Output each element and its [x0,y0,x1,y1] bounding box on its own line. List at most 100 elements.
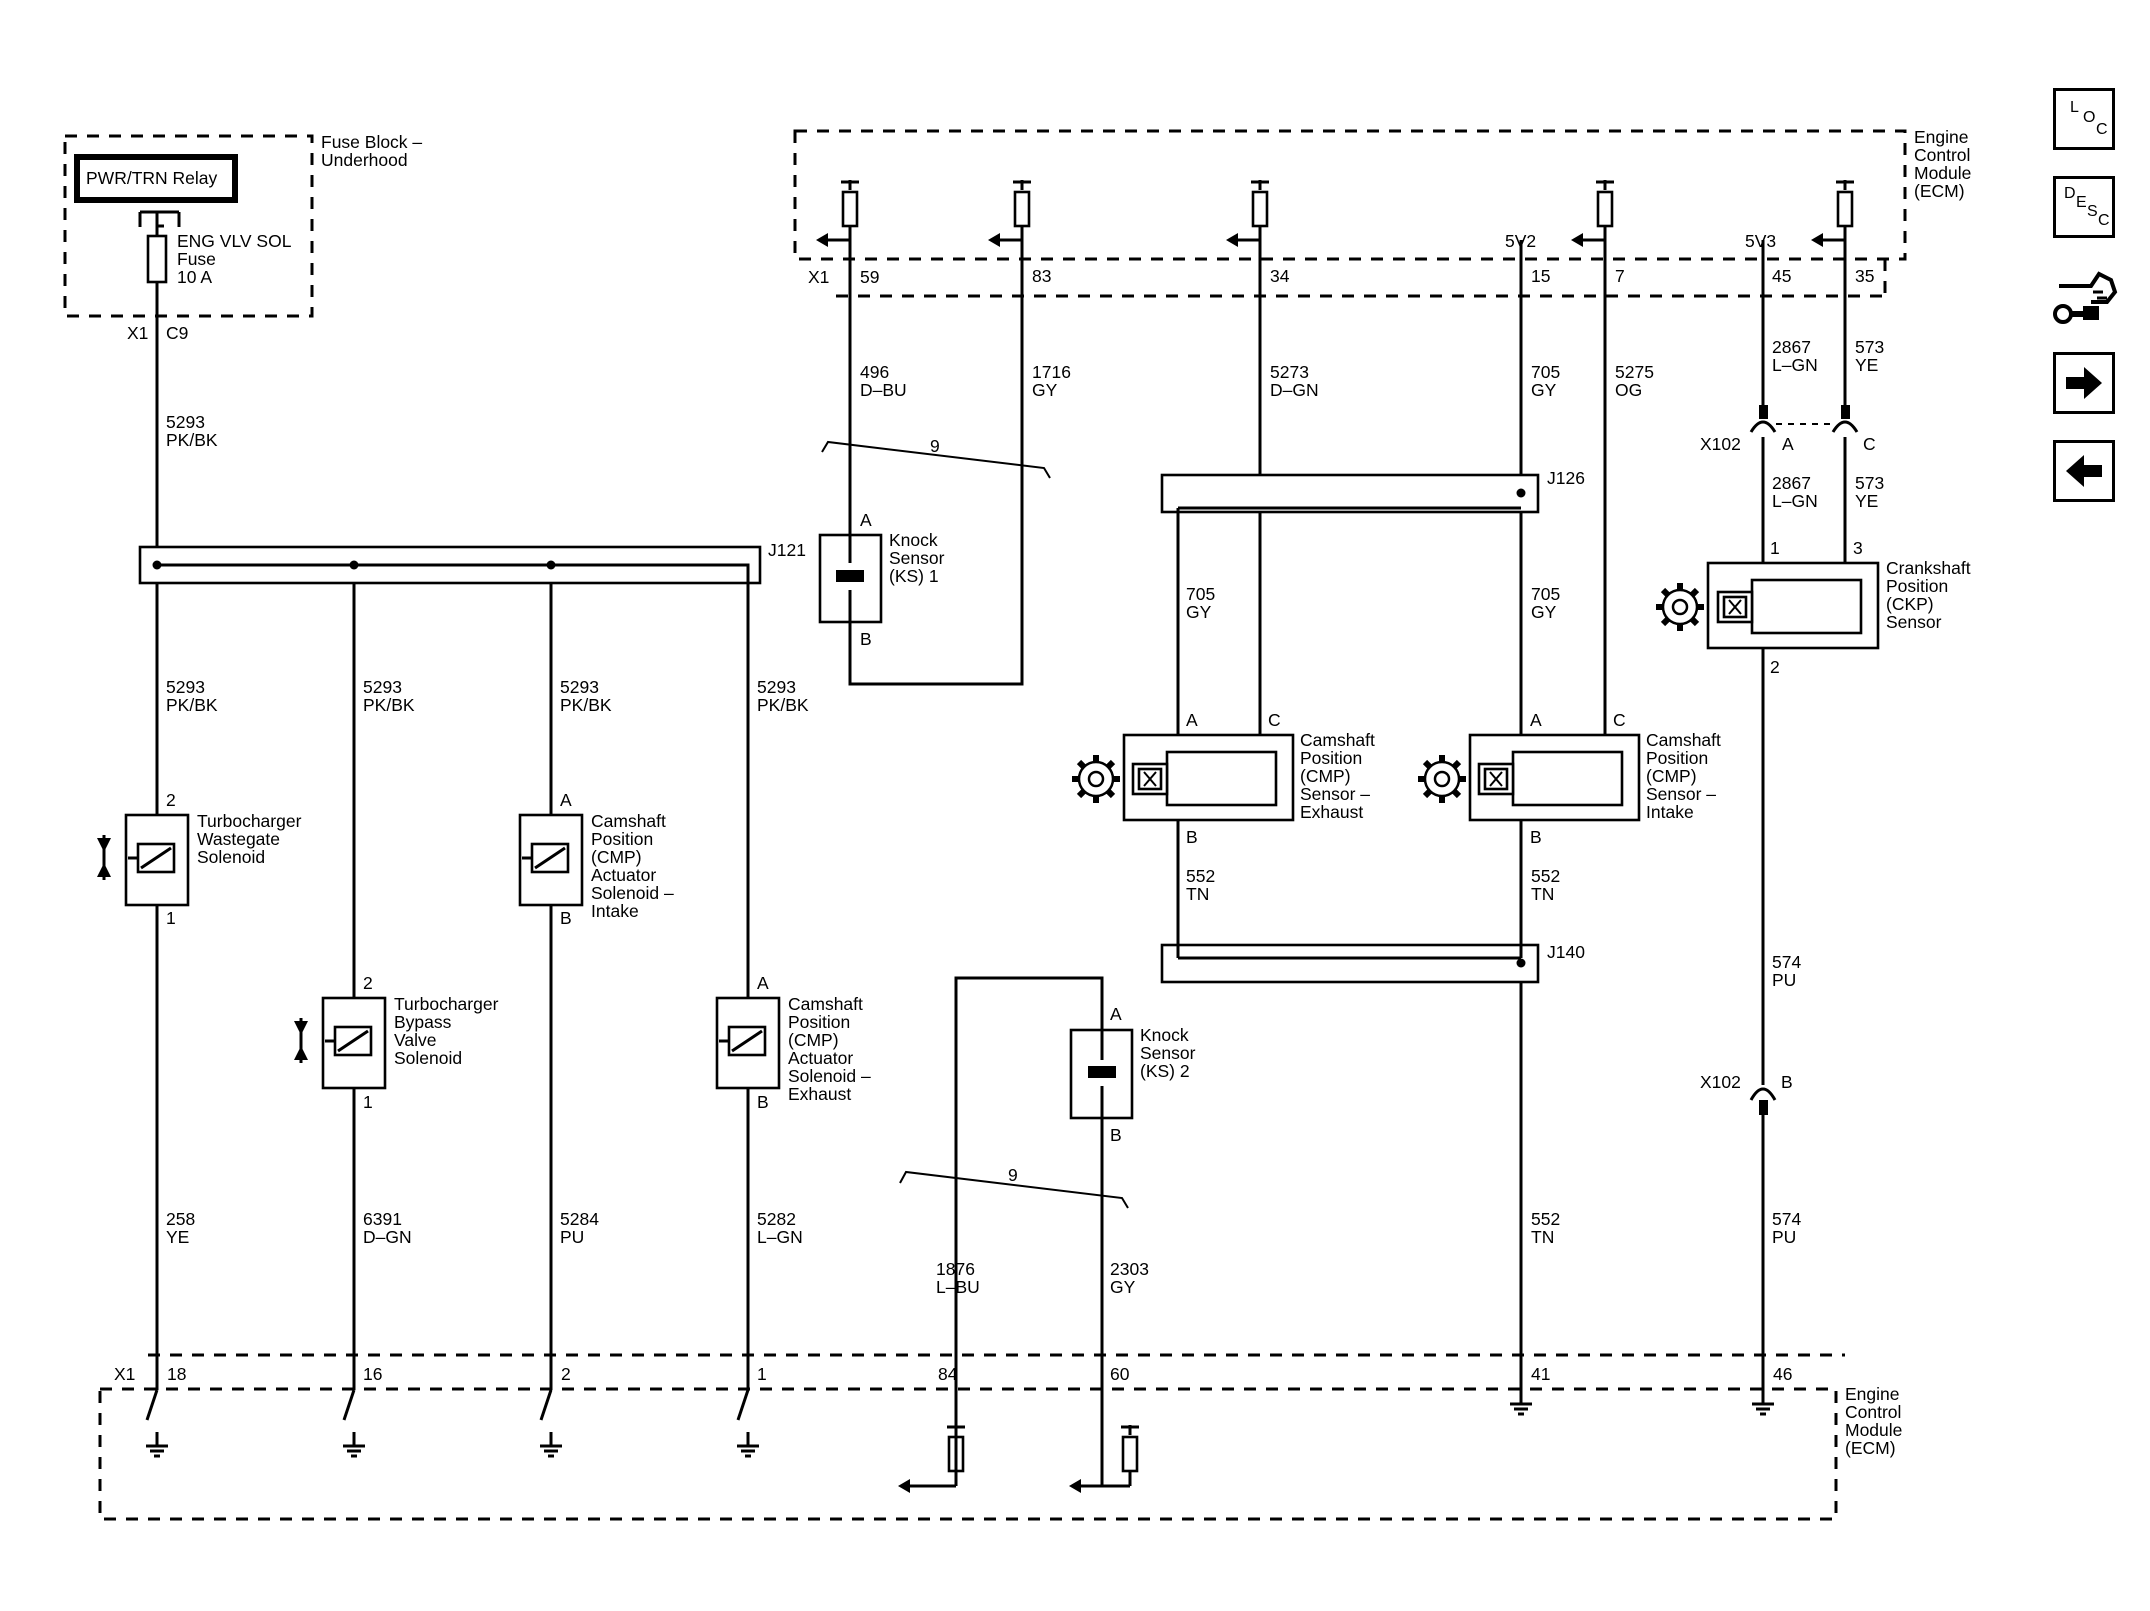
ecm-pin-2: 2 [561,1364,571,1384]
bypass-name-4: Solenoid [394,1048,462,1068]
wire-5293-a-color: PK/BK [166,695,218,715]
ground-18 [144,1389,170,1458]
bypass-name-3: Valve [394,1030,436,1050]
ks2-name-2: Sensor [1140,1043,1196,1063]
x102-pin-b: B [1781,1072,1793,1092]
wire-552-right: 552 [1531,866,1560,886]
ecm-pin-1: 1 [757,1364,767,1384]
ecm-top-conn: X1 [808,267,829,287]
wire-5275: 5275 [1615,362,1654,382]
wire-705-right-color: GY [1531,602,1557,622]
wire-258: 258 [166,1209,195,1229]
wastegate-solenoid: 2 1 Turbocharger Wastegate Solenoid [97,790,302,928]
ckp-sensor: 1 3 2 Crankshaft Position (CKP) Sensor [1656,538,1971,677]
ecm-pin-59: 59 [860,267,879,287]
cmp-exh-name-5: Exhaust [1300,802,1363,822]
ecm-pin-45: 45 [1772,266,1791,286]
eng-vlv-sol-fuse [146,234,168,284]
fuse-block-title-2: Underhood [321,150,408,170]
cmp-int-name-3: (CMP) [1646,766,1697,786]
wire-1716: 1716 [1032,362,1071,382]
wire-573-bot: 573 [1855,473,1884,493]
ckp-name-3: (CKP) [1886,594,1934,614]
wire-6391: 6391 [363,1209,402,1229]
fuse-pin: C9 [166,323,188,343]
fuse-conn: X1 [127,323,148,343]
ground-41 [1508,1388,1534,1416]
loc-l: L [2070,99,2079,116]
cmp-act-exh-name-1: Camshaft [788,994,863,1014]
wastegate-name-1: Turbocharger [197,811,302,831]
bypass-name-1: Turbocharger [394,994,499,1014]
ecm-top: Engine Control Module (ECM) X1 59 83 34 … [793,127,1971,298]
ecm-bot-title-2: Control [1845,1402,1901,1422]
wrench-hand-icon[interactable] [2053,262,2119,328]
wire-2867-bot-color: L–GN [1772,491,1818,511]
ecm-pin-83: 83 [1032,266,1051,286]
ecm-pin-7: 7 [1615,266,1625,286]
wire-574-top-color: PU [1772,970,1796,990]
cmp-actuator-intake: A B Camshaft Position (CMP) Actuator Sol… [518,790,674,928]
wire-574-bot: 574 [1772,1209,1801,1229]
wire-5282: 5282 [757,1209,796,1229]
ecm-bot-title-1: Engine [1845,1384,1900,1404]
wire-705-top: 705 [1531,362,1560,382]
wire-496-color: D–BU [860,380,907,400]
wire-2303-color: GY [1110,1277,1136,1297]
gear-icon [1418,755,1466,803]
ks1-pin-b: B [860,629,872,649]
ckp-name-2: Position [1886,576,1948,596]
knock-sensor-2: A B Knock Sensor (KS) 2 [1069,1004,1196,1145]
loc-c: C [2096,121,2108,138]
j126-label: J126 [1547,468,1585,488]
ks2-pin-a: A [1110,1004,1122,1024]
wire-5293-top-color: PK/BK [166,430,218,450]
next-button[interactable] [2053,352,2115,414]
desc-button[interactable]: D E S C [2053,176,2115,238]
wire-5282-color: L–GN [757,1227,803,1247]
wire-573-top-color: YE [1855,355,1878,375]
cmp-act-exh-name-5: Solenoid – [788,1066,871,1086]
desc-d: D [2064,185,2076,202]
ecm-driver-60 [1069,1425,1139,1493]
x102-bottom: X102 B [1700,1072,1793,1115]
cmp-act-int-name-1: Camshaft [591,811,666,831]
wire-5293-b-color: PK/BK [363,695,415,715]
ecm-driver-34 [1224,178,1271,249]
ks1-name-1: Knock [889,530,938,550]
wire-573-top: 573 [1855,337,1884,357]
wires [155,240,1847,1486]
ks1-name-3: (KS) 1 [889,566,939,586]
cmp-int-name-2: Position [1646,748,1708,768]
wire-5284-color: PU [560,1227,584,1247]
gear-icon [1656,583,1704,631]
ckp-pin-3: 3 [1853,538,1863,558]
cmp-act-exh-name-3: (CMP) [788,1030,839,1050]
wire-labels: 5293 PK/BK 5293 PK/BK 5293 PK/BK 5293 PK… [166,337,1884,1297]
arrow-right-icon [2066,367,2102,399]
wastegate-pin-1: 1 [166,908,176,928]
ks2-name-3: (KS) 2 [1140,1061,1190,1081]
cmp-sensor-intake: A C B Camshaft Position (CMP) Sensor – I… [1418,710,1721,958]
ground-2 [538,1389,564,1458]
cmp-act-exh-pin-a: A [757,973,769,993]
prev-button[interactable] [2053,440,2115,502]
cmp-exh-pin-c: C [1268,710,1281,730]
desc-e: E [2076,194,2087,211]
wire-5273: 5273 [1270,362,1309,382]
cmp-act-int-pin-b: B [560,908,572,928]
bypass-valve-solenoid: 2 1 Turbocharger Bypass Valve Solenoid [294,973,499,1112]
pwr-trn-relay-label: PWR/TRN Relay [86,168,218,188]
ecm-pin-34: 34 [1270,266,1290,286]
loc-button[interactable]: L O C [2053,88,2115,150]
ecm-driver-35 [1809,178,1856,249]
cmp-int-name-5: Intake [1646,802,1694,822]
x102-top: X102 A C [1700,405,1876,454]
cmp-act-int-name-6: Intake [591,901,639,921]
ks1-pin-a: A [860,510,872,530]
ecm-top-title-4: (ECM) [1914,181,1965,201]
cmp-act-int-name-4: Actuator [591,865,656,885]
wire-574-top: 574 [1772,952,1801,972]
cmp-int-pin-a: A [1530,710,1542,730]
